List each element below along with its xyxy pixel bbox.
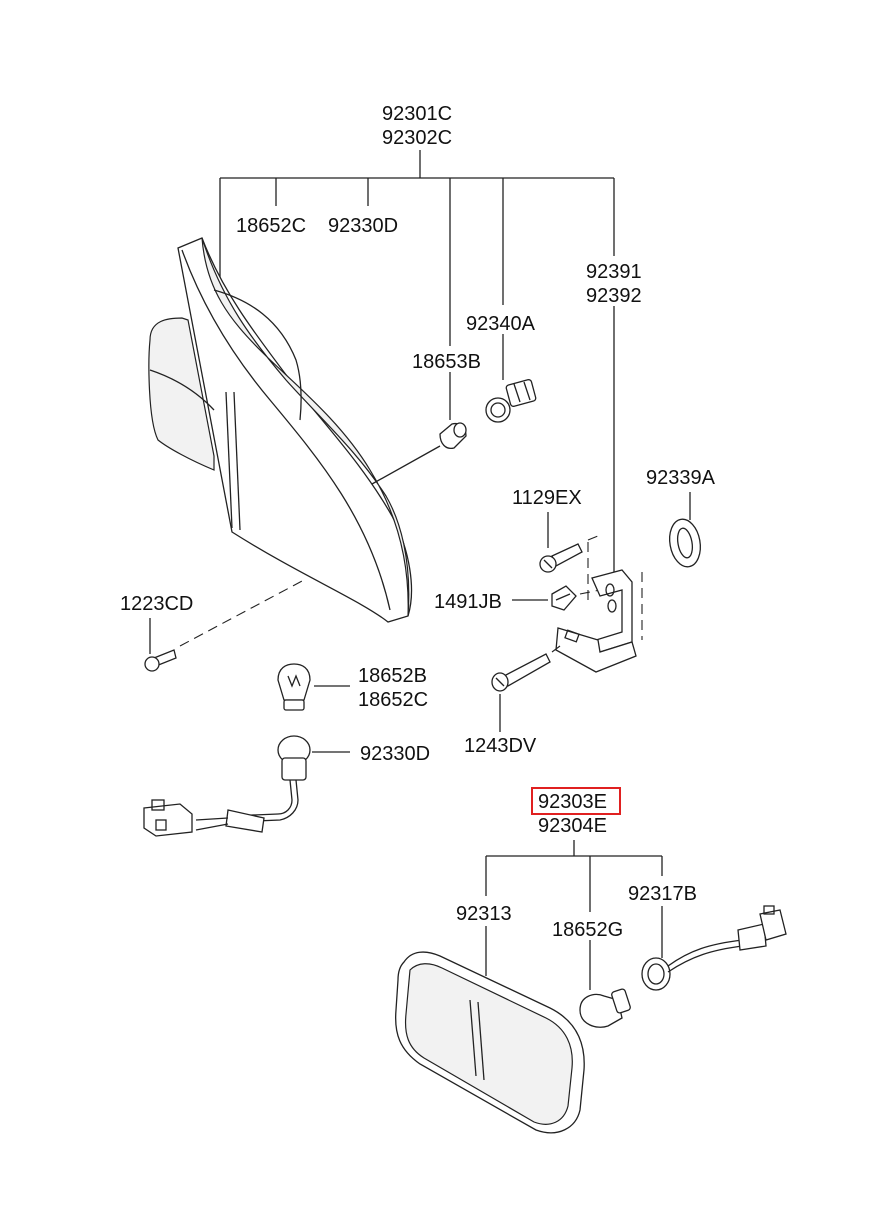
label-1223CD: 1223CD (120, 593, 193, 615)
side-marker-lamp-92313 (394, 951, 585, 1134)
label-92392: 92392 (586, 285, 642, 307)
screw-1223CD (144, 579, 305, 672)
label-18652C-top: 18652C (236, 215, 306, 237)
label-92317B: 92317B (628, 883, 697, 905)
grommet-92339A (669, 492, 701, 568)
label-92340A: 92340A (466, 313, 536, 335)
screw-1243DV (491, 645, 561, 732)
label-92330D-top: 92330D (328, 215, 398, 237)
label-92303E: 92303E (538, 791, 607, 813)
label-92330D: 92330D (360, 743, 430, 765)
label-1491JB: 1491JB (434, 591, 502, 613)
label-92313: 92313 (456, 903, 512, 925)
label-1129EX: 1129EX (512, 487, 582, 509)
label-1243DV: 1243DV (464, 735, 537, 757)
clip-1491JB (512, 585, 601, 611)
rear-combination-lamp-housing (148, 237, 413, 623)
label-18652C: 18652C (358, 689, 428, 711)
highlight-box-92303E (531, 787, 621, 815)
bottom-assembly-leaders (485, 840, 663, 990)
top-assembly-leaders (219, 150, 615, 578)
bracket-92391 (555, 542, 643, 673)
label-92301C: 92301C (382, 103, 452, 125)
label-18653B: 18653B (412, 351, 481, 373)
label-92304E: 92304E (538, 815, 607, 837)
screw-1129EX (539, 512, 599, 573)
label-18652B: 18652B (358, 665, 427, 687)
socket-wire-92317B (641, 905, 787, 991)
wedge-bulb-18653B (439, 422, 467, 450)
bulb-18652G (579, 988, 631, 1028)
socket-92340A (485, 379, 537, 423)
part-labels: 92301C 92302C 18652C 92330D 92391 92392 … (120, 103, 716, 941)
label-92302C: 92302C (382, 127, 452, 149)
label-92339A: 92339A (646, 467, 716, 489)
label-18652G: 18652G (552, 919, 623, 941)
socket-wire-92330D (143, 735, 350, 837)
label-92391: 92391 (586, 261, 642, 283)
bulb-18652B (277, 663, 350, 711)
